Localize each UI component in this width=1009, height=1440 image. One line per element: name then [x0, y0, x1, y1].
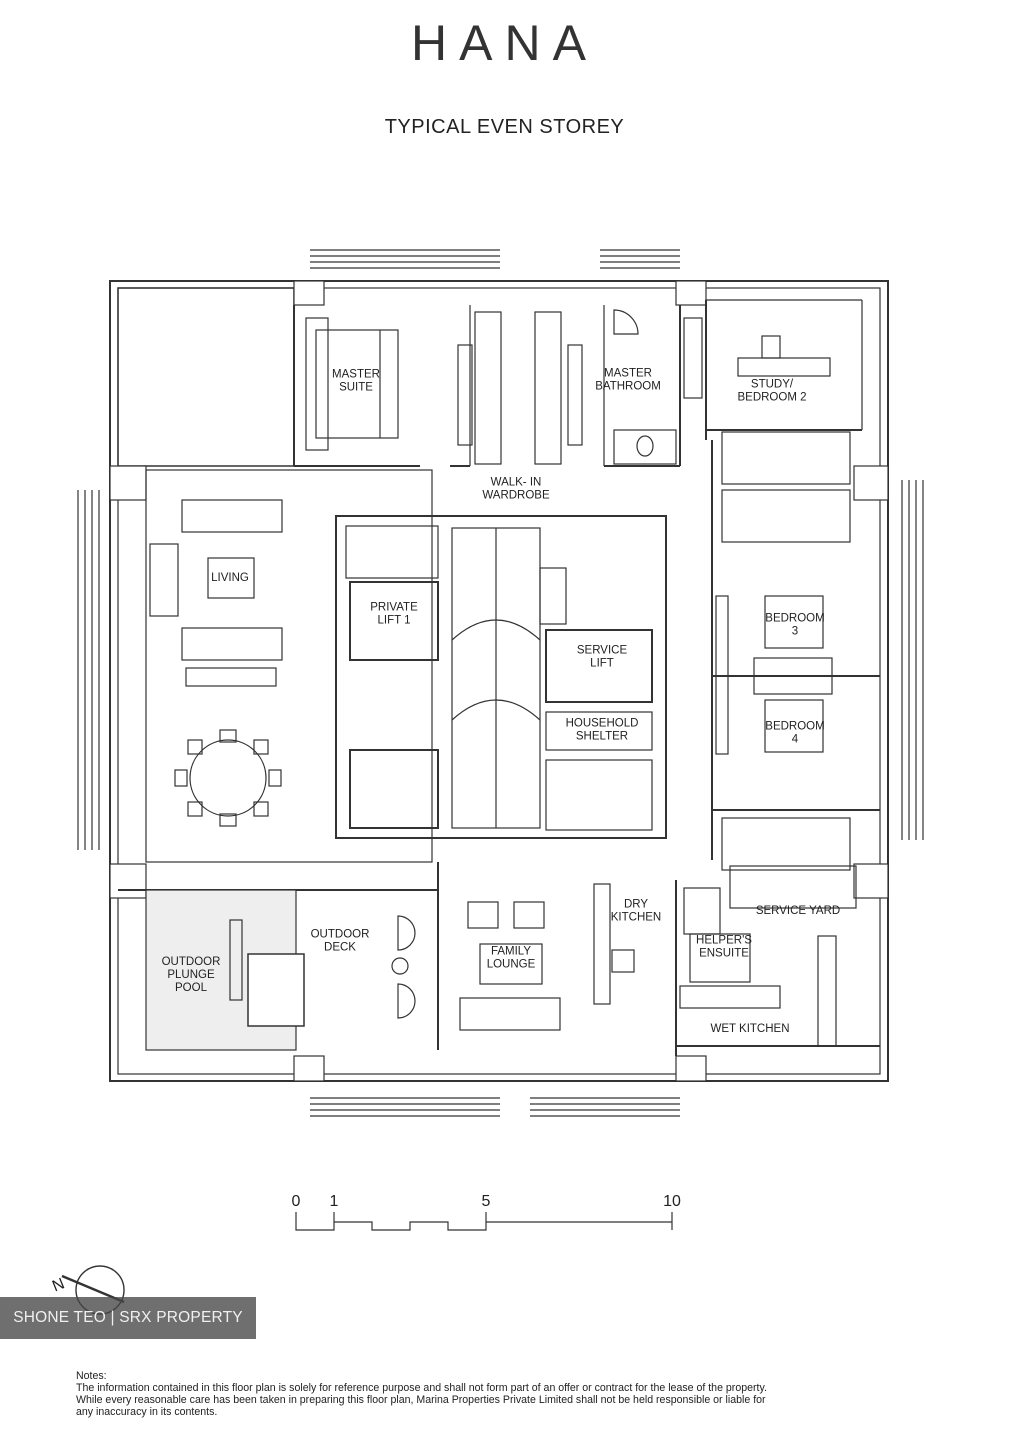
room-label-line: WARDROBE: [482, 490, 550, 502]
room-living: LIVING: [211, 572, 249, 584]
room-label-line: 3: [792, 626, 798, 638]
room-label-line: LIFT 1: [377, 615, 410, 627]
room-label-line: SUITE: [339, 382, 373, 394]
dining-chairs: [174, 729, 282, 827]
room-label-line: DECK: [324, 942, 356, 954]
room-label-line: HOUSEHOLD: [566, 718, 639, 730]
room-service-yard: SERVICE YARD: [756, 905, 840, 917]
notes-heading: Notes:: [76, 1370, 107, 1382]
room-label-line: PRIVATE: [370, 602, 418, 614]
room-label-line: OUTDOOR: [311, 929, 370, 941]
notes: Notes: The information contained in this…: [76, 1370, 996, 1418]
room-label-line: KITCHEN: [611, 912, 661, 924]
louvres-left: [77, 490, 100, 850]
room-label-line: FAMILY: [491, 946, 531, 958]
room-label-line: SERVICE: [577, 645, 628, 657]
room-label-line: PLUNGE: [167, 969, 215, 981]
terrace-top-left: [117, 287, 295, 467]
inner-wall: [117, 287, 881, 1075]
room-label-line: STUDY/: [751, 379, 794, 391]
room-label-line: BEDROOM 2: [737, 392, 806, 404]
room-label-line: LIFT: [590, 658, 614, 670]
plan-subtitle: TYPICAL EVEN STOREY: [384, 116, 625, 138]
louvres-top: [310, 249, 680, 269]
scale-bar: [295, 1212, 673, 1231]
room-label-line: BATHROOM: [595, 381, 661, 393]
room-label-line: MASTER: [604, 368, 652, 380]
room-label-line: HELPER'S: [696, 935, 752, 947]
room-label-line: LOUNGE: [487, 959, 536, 971]
room-label-line: OUTDOOR: [162, 956, 221, 968]
scale-label-1: 1: [330, 1193, 339, 1210]
room-label-line: BEDROOM: [765, 721, 824, 733]
room-label-line: 4: [792, 734, 799, 746]
room-wet-kitchen: WET KITCHEN: [710, 1023, 789, 1035]
notes-line-3: any inaccuracy in its contents.: [76, 1406, 218, 1418]
notes-line-2: While every reasonable care has been tak…: [76, 1394, 766, 1406]
room-label-line: BEDROOM: [765, 613, 824, 625]
room-label-line: SHELTER: [576, 731, 628, 743]
room-study-bedroom-2: STUDY/BEDROOM 2: [737, 379, 806, 404]
stair-core: [451, 527, 541, 829]
scale-label-5: 5: [482, 1193, 491, 1210]
louvres-right: [901, 480, 924, 840]
louvres-bottom: [310, 1097, 680, 1117]
room-label-line: LIVING: [211, 572, 249, 584]
room-label-line: SERVICE YARD: [756, 905, 840, 917]
brand-title: HANA: [411, 15, 598, 71]
scale-label-10: 10: [663, 1193, 681, 1210]
room-label-line: WALK- IN: [491, 477, 542, 489]
room-label-line: ENSUITE: [699, 948, 749, 960]
room-label-line: WET KITCHEN: [710, 1023, 789, 1035]
room-label-line: DRY: [624, 899, 648, 911]
room-label-line: POOL: [175, 982, 208, 994]
watermark: SHONE TEO | SRX PROPERTY: [0, 1297, 256, 1339]
room-label-line: MASTER: [332, 369, 380, 381]
notes-line-1: The information contained in this floor …: [76, 1382, 767, 1394]
scale-label-0: 0: [292, 1193, 301, 1210]
outer-wall: [109, 280, 889, 1082]
